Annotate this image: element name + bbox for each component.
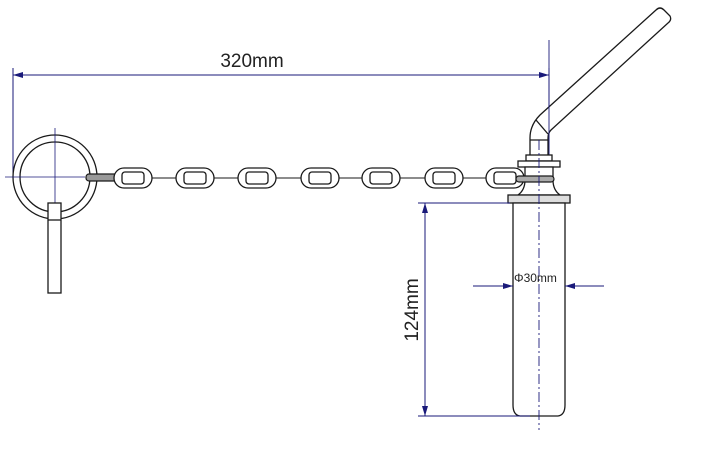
pin-handle xyxy=(529,7,672,161)
chain-link xyxy=(113,167,153,189)
chain-link xyxy=(485,167,525,189)
chain-link xyxy=(361,167,401,189)
diameter-label: Φ30mm xyxy=(514,271,557,285)
height-label: 124mm xyxy=(402,278,423,341)
ring-clip xyxy=(85,173,119,182)
chain-link xyxy=(237,167,277,189)
ring-centerlines xyxy=(5,128,85,205)
chain xyxy=(113,167,525,189)
length-label: 320mm xyxy=(220,51,283,72)
height-dimension xyxy=(418,202,530,417)
chain-link xyxy=(300,167,340,189)
ring-tab xyxy=(47,202,62,294)
chain-link xyxy=(424,167,464,189)
wire-loop xyxy=(515,175,555,183)
length-dimension xyxy=(12,68,550,180)
chain-link xyxy=(175,167,215,189)
